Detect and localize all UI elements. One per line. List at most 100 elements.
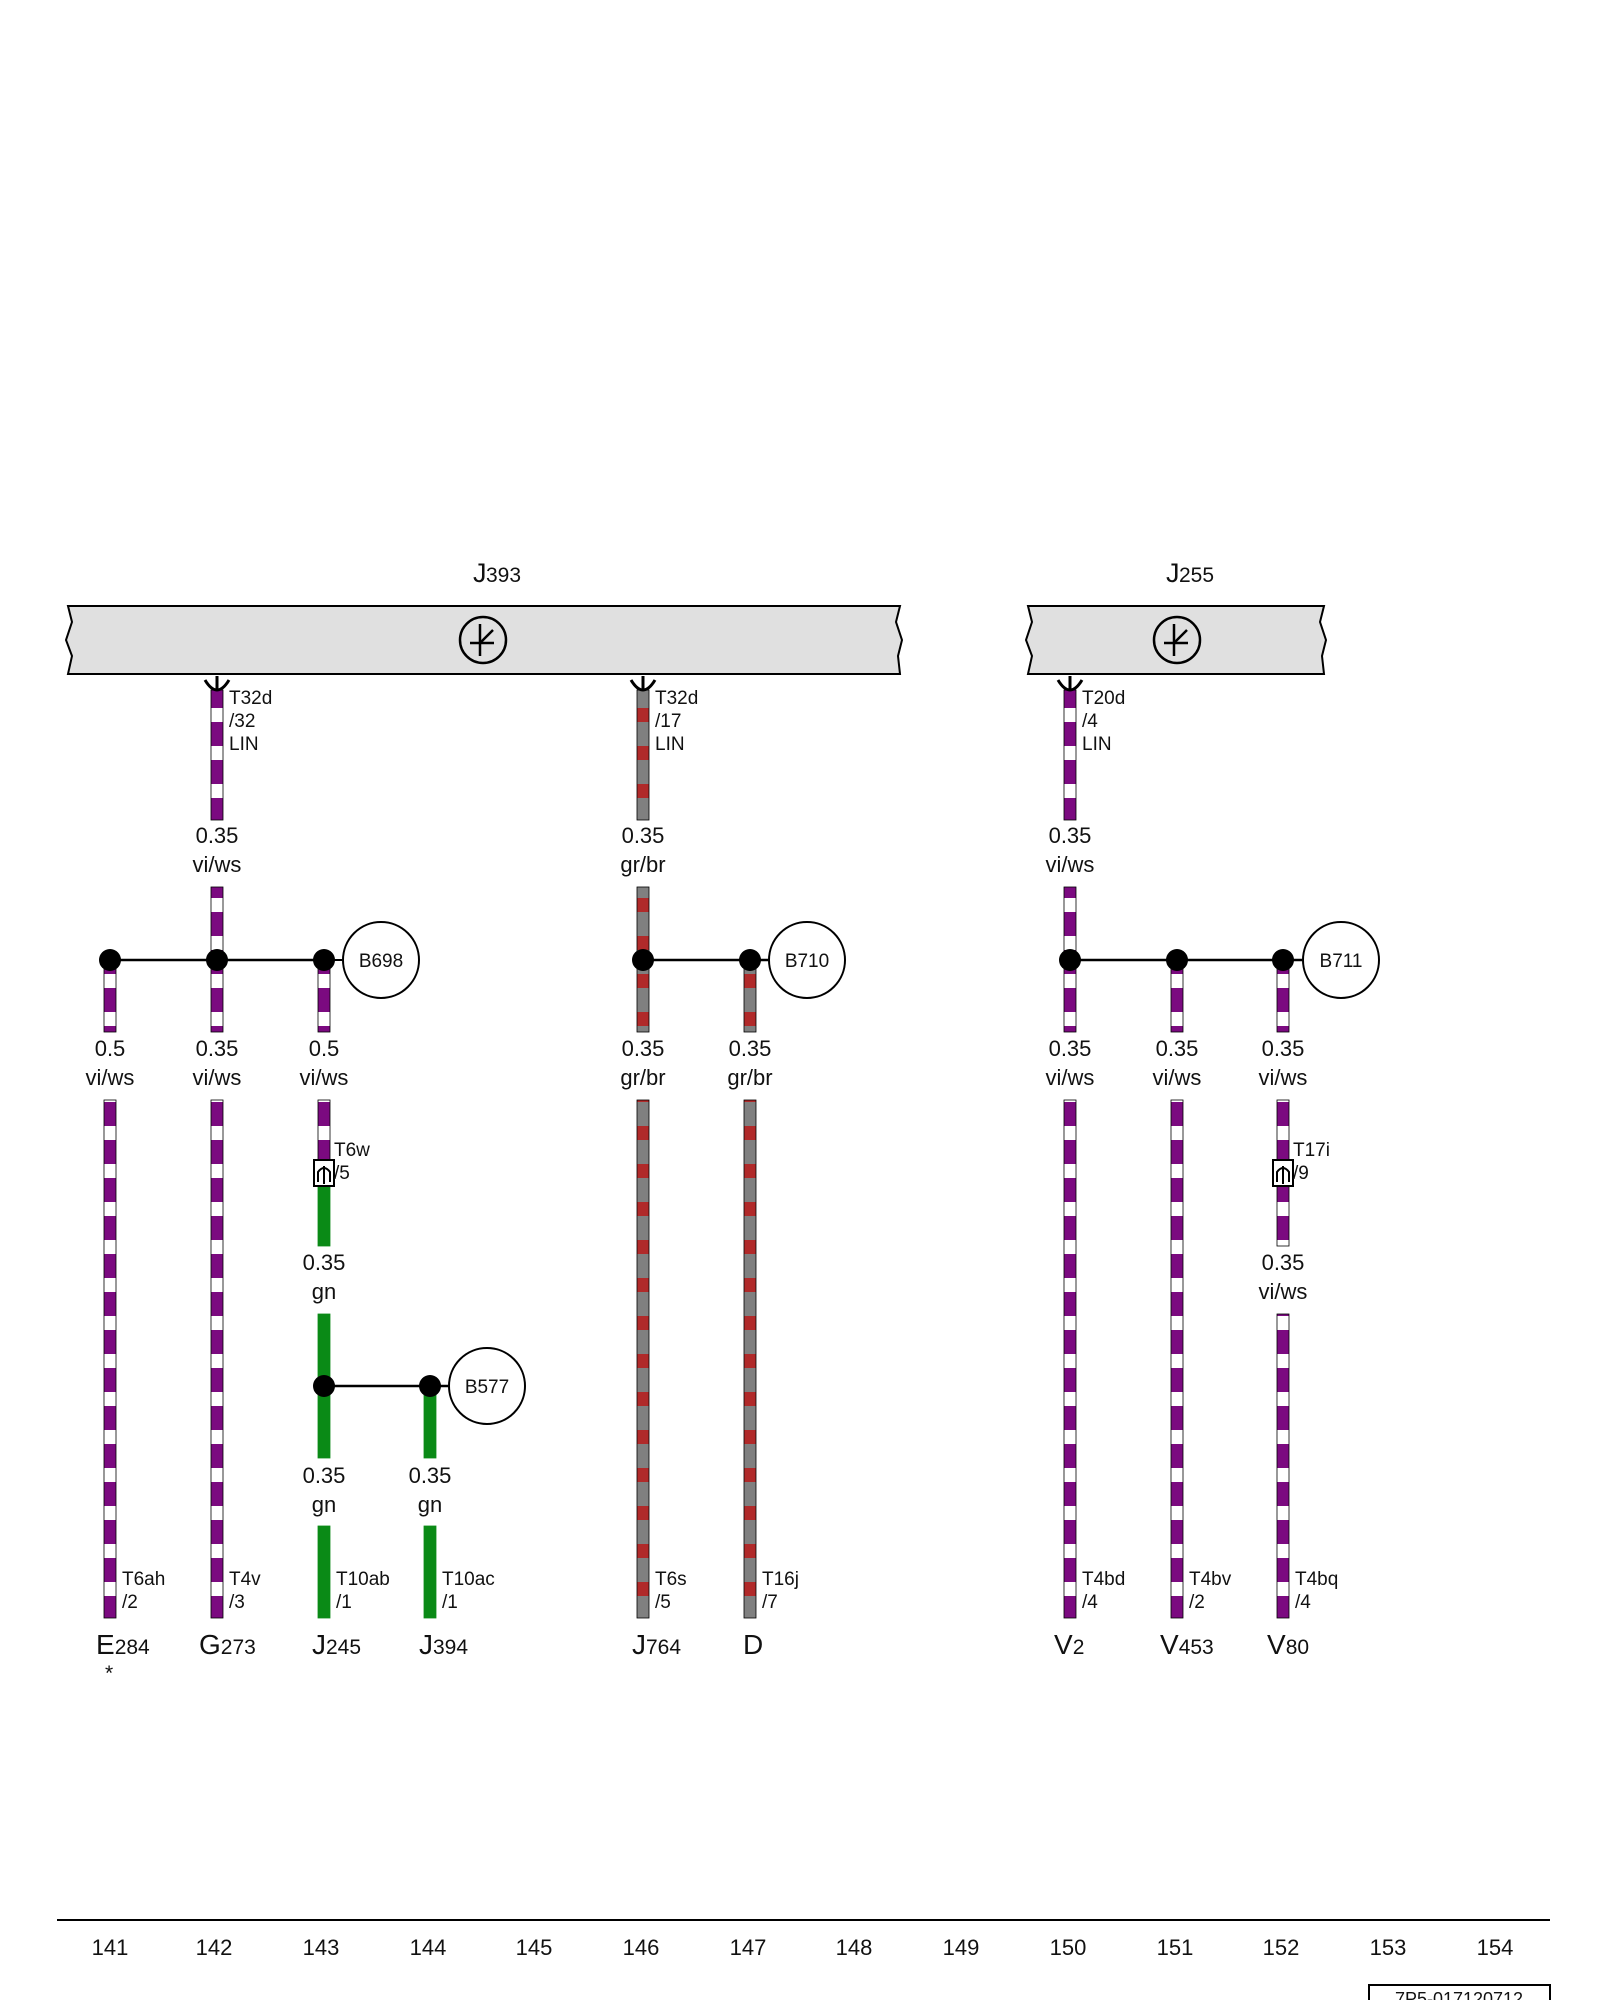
- junction-dot: [1166, 949, 1188, 971]
- junction-dot: [1272, 949, 1294, 971]
- controller-label-main: J: [1166, 558, 1180, 588]
- wire-size-label: 0.35: [303, 1463, 346, 1488]
- column-number: 142: [196, 1935, 233, 1960]
- control-unit-symbol-icon: [458, 615, 508, 665]
- wire-size-label: 0.35: [622, 1036, 665, 1061]
- splice-b710: B710: [632, 921, 846, 999]
- component-label: J394: [419, 1629, 468, 1660]
- node-circle: [1302, 921, 1380, 999]
- document-id-box: 7P5-017120712: [1368, 1984, 1551, 2000]
- node-circle: [768, 921, 846, 999]
- wire-color-label: gr/br: [620, 852, 665, 877]
- wire-labels: 0.35 vi/ws 0.35 gr/br 0.35 vi/ws 0.5 vi/…: [86, 823, 1308, 1517]
- bottom-pin-labels: T6ah/2 T4v/3 T10ab/1 T10ac/1 T6s/5 T16j/…: [122, 1569, 1338, 1613]
- junction-dot: [419, 1375, 441, 1397]
- column-number: 153: [1370, 1935, 1407, 1960]
- inline-connector-t6w: T6w /5: [313, 1140, 375, 1187]
- wire-color-label: vi/ws: [193, 1065, 242, 1090]
- column-number: 147: [730, 1935, 767, 1960]
- column-number: 152: [1263, 1935, 1300, 1960]
- inline-connector-t17i: T17i /9: [1272, 1140, 1335, 1187]
- wire-size-label: 0.35: [1262, 1036, 1305, 1061]
- wire-size-label: 0.35: [196, 1036, 239, 1061]
- wire-color-label: gn: [312, 1492, 336, 1517]
- component-label: V80: [1267, 1629, 1309, 1660]
- wire-color-label: gn: [312, 1279, 336, 1304]
- pin-label: T6s/5: [655, 1569, 687, 1613]
- column-number: 150: [1050, 1935, 1087, 1960]
- junction-dot: [313, 1375, 335, 1397]
- column-number: 148: [836, 1935, 873, 1960]
- pin-label: T4bd/4: [1082, 1569, 1125, 1613]
- pin-label: T32d /32 LIN: [229, 688, 278, 755]
- wire-color-label: gn: [418, 1492, 442, 1517]
- junction-dot: [313, 949, 335, 971]
- wire-color-label: vi/ws: [1153, 1065, 1202, 1090]
- pin-label: T17i /9: [1293, 1140, 1335, 1184]
- column-number: 154: [1477, 1935, 1514, 1960]
- wire-segment: [103, 1099, 117, 1619]
- wire-segment: [210, 1099, 224, 1619]
- wire-size-label: 0.35: [729, 1036, 772, 1061]
- wire-segment: [210, 689, 224, 821]
- junction-dot: [206, 949, 228, 971]
- wire-size-label: 0.35: [196, 823, 239, 848]
- wire-segment: [317, 1525, 331, 1619]
- junction-dot: [1059, 949, 1081, 971]
- pin-label: T32d /17 LIN: [655, 688, 704, 755]
- column-number: 141: [92, 1935, 129, 1960]
- node-circle: [342, 921, 420, 999]
- component-label: V2: [1054, 1629, 1084, 1660]
- pin-label: T10ac/1: [442, 1569, 495, 1613]
- column-number: 143: [303, 1935, 340, 1960]
- wire-size-label: 0.35: [1262, 1250, 1305, 1275]
- controller-label-sub: 255: [1179, 564, 1214, 587]
- controller-j393: J 393: [64, 558, 904, 675]
- control-unit-symbol-icon: [1152, 615, 1202, 665]
- wire-segment: [423, 1525, 437, 1619]
- pin-label: T4bv/2: [1189, 1569, 1232, 1613]
- controller-j255: J 255: [1024, 558, 1328, 675]
- wire-segment: [1276, 1313, 1290, 1619]
- node-label: B710: [785, 951, 829, 972]
- pin-label: T4v/3: [229, 1569, 261, 1613]
- column-number: 145: [516, 1935, 553, 1960]
- wire-segment: [1063, 1099, 1077, 1619]
- pin-label: T4bq/4: [1295, 1569, 1338, 1613]
- splice-b698: B698: [99, 921, 420, 999]
- junction-dot: [99, 949, 121, 971]
- component-note: *: [105, 1662, 113, 1685]
- pin-label: T6ah/2: [122, 1569, 165, 1613]
- wire-segment: [1170, 1099, 1184, 1619]
- wire-size-label: 0.35: [1049, 823, 1092, 848]
- column-number: 151: [1157, 1935, 1194, 1960]
- wire-color-label: vi/ws: [1046, 1065, 1095, 1090]
- controller-label-sub: 393: [486, 564, 521, 587]
- splice-b577: B577: [313, 1347, 526, 1425]
- wire-color-label: vi/ws: [86, 1065, 135, 1090]
- wire-segment: [743, 1099, 757, 1619]
- wire-color-label: vi/ws: [1259, 1279, 1308, 1304]
- wire-color-label: gr/br: [620, 1065, 665, 1090]
- wire-size-label: 0.5: [95, 1036, 126, 1061]
- wire-color-label: vi/ws: [300, 1065, 349, 1090]
- pin-label: T6w /5: [334, 1140, 375, 1184]
- wire-size-label: 0.5: [309, 1036, 340, 1061]
- junction-dot: [739, 949, 761, 971]
- node-circle: [448, 1347, 526, 1425]
- component-label: D: [743, 1629, 763, 1660]
- pin-label: T20d /4 LIN: [1082, 688, 1131, 755]
- component-label: G273: [199, 1629, 256, 1660]
- wire-size-label: 0.35: [1049, 1036, 1092, 1061]
- wire-segments: [103, 689, 1290, 1619]
- wire-segment: [317, 1185, 331, 1247]
- component-label: J764: [632, 1629, 681, 1660]
- column-numbers: 141 142 143 144 145 146 147 148 149 150 …: [92, 1935, 1514, 1960]
- wire-size-label: 0.35: [303, 1250, 346, 1275]
- component-label: J245: [312, 1629, 361, 1660]
- column-number: 144: [410, 1935, 447, 1960]
- wire-size-label: 0.35: [1156, 1036, 1199, 1061]
- wire-size-label: 0.35: [409, 1463, 452, 1488]
- wire-segment: [1063, 689, 1077, 821]
